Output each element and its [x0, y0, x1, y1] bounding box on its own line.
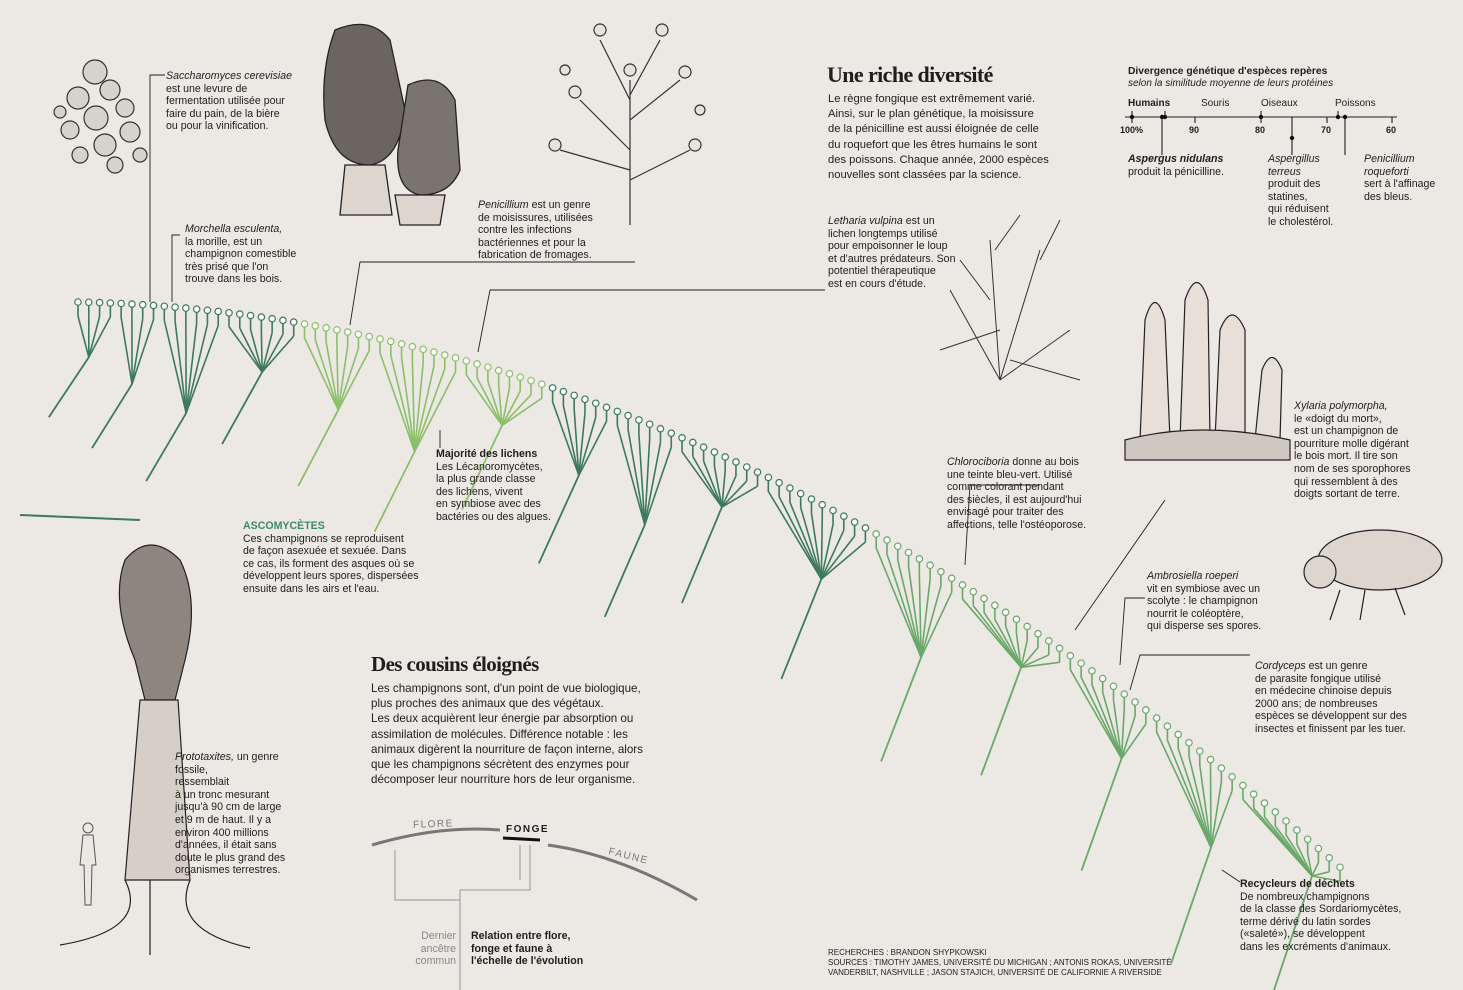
terreus-desc: produit des statines, qui réduisent le c… — [1268, 178, 1334, 228]
relation-caption: Relation entre flore, fonge et faune à l… — [471, 930, 584, 968]
tick-100: 100% — [1120, 125, 1144, 135]
ambrosiella-name: Ambrosiella roeperi — [1147, 570, 1239, 582]
tick-80: 80 — [1255, 125, 1266, 135]
xylaria-note: Xylaria polymorpha, le «doigt du mort», … — [1294, 400, 1411, 501]
xylaria-illustration — [1124, 281, 1291, 461]
human-silhouette-icon — [79, 822, 97, 906]
terreus-name: Aspergillus terreus — [1268, 153, 1320, 178]
penicillium-note: Penicillium est un genre de moisissures,… — [478, 199, 593, 262]
aspergus-name: Aspergus nidulans — [1128, 153, 1224, 165]
riche-title: Une riche diversité — [827, 62, 993, 87]
species-poissons: Poissons — [1335, 98, 1376, 109]
chlorociboria-note: Chlorociboria donne au bois une teinte b… — [947, 456, 1086, 532]
lichens-text: Les Lécanoromycètes, la plus grande clas… — [436, 460, 551, 523]
ascomycetes-title: ASCOMYCÈTES — [243, 520, 325, 532]
lichens-note: Majorité des lichens Les Lécanoromycètes… — [436, 448, 551, 524]
prototaxites-illustration — [59, 544, 251, 955]
cordyceps-note: Cordyceps est un genre de parasite fongi… — [1255, 660, 1407, 736]
tick-60: 60 — [1386, 125, 1397, 135]
tree-branches — [19, 298, 1344, 990]
letharia-text: lichen longtemps utilisé pour empoisonne… — [828, 227, 956, 290]
ascomycetes-text: Ces champignons se reproduisent de façon… — [243, 532, 419, 595]
morel-illustration — [323, 23, 461, 226]
prototaxites-text: fossile, ressemblait à un tronc mesurant… — [175, 763, 286, 877]
roqueforti-block: Penicillium roqueforti sert à l'affinage… — [1364, 153, 1435, 203]
penicillium-name: Penicillium — [478, 199, 529, 211]
aspergus-block: Aspergus nidulans produit la pénicilline… — [1128, 153, 1224, 178]
prototaxites-text1: un genre — [233, 751, 279, 763]
beetle-illustration — [1303, 529, 1443, 621]
cordyceps-name: Cordyceps — [1255, 660, 1306, 672]
aspergus-desc: produit la pénicilline. — [1128, 165, 1224, 178]
label-ancestor: Dernier ancêtre commun — [415, 930, 456, 968]
relation-diagram — [371, 827, 698, 990]
letharia-illustration — [939, 214, 1081, 381]
divergence-subtitle: selon la similitude moyenne de leurs pro… — [1128, 78, 1334, 89]
xylaria-name: Xylaria polymorpha, — [1294, 400, 1388, 412]
credits-sources: SOURCES : TIMOTHY JAMES, UNIVERSITÉ DU M… — [828, 958, 1172, 977]
cordyceps-text: de parasite fongique utilisé en médecine… — [1255, 672, 1407, 735]
tick-90: 90 — [1189, 125, 1200, 135]
morchella-name: Morchella esculenta, — [185, 223, 283, 235]
saccharomyces-note: Saccharomyces cerevisiae est une levure … — [166, 70, 292, 133]
ascomycetes-note: ASCOMYCÈTES Ces champignons se reproduis… — [243, 520, 419, 596]
lichens-title: Majorité des lichens — [436, 448, 538, 460]
yeast-illustration — [53, 59, 148, 174]
xylaria-text: le «doigt du mort», est un champignon de… — [1294, 412, 1411, 501]
riche-body: Le règne fongique est extrêmement varié.… — [828, 93, 1049, 182]
leader-lines — [149, 74, 1250, 883]
prototaxites-name: Prototaxites, — [175, 751, 234, 763]
saccharomyces-name: Saccharomyces cerevisiae — [166, 70, 292, 82]
chlorociboria-text1: donne au bois — [1009, 456, 1079, 468]
ambrosiella-note: Ambrosiella roeperi vit en symbiose avec… — [1147, 570, 1261, 633]
species-humains: Humains — [1128, 98, 1171, 109]
morchella-text: la morille, est un champignon comestible… — [185, 235, 297, 286]
tick-70: 70 — [1321, 125, 1332, 135]
terreus-block: Aspergillus terreus produit des statines… — [1268, 153, 1333, 229]
penicillium-text: de moisissures, utilisées contre les inf… — [478, 211, 593, 262]
letharia-name: Letharia vulpina — [828, 215, 903, 227]
penicillium-text1: est un genre — [528, 199, 591, 211]
cousins-body: Les champignons sont, d'un point de vue … — [371, 682, 643, 787]
species-oiseaux: Oiseaux — [1261, 98, 1298, 109]
ambrosiella-text: vit en symbiose avec un scolyte : le cha… — [1147, 582, 1262, 633]
divergence-title: Divergence génétique d'espèces repères — [1128, 66, 1328, 77]
penicillium-illustration — [548, 23, 706, 225]
label-fonge: FONGE — [506, 824, 550, 835]
cousins-title: Des cousins éloignés — [371, 652, 539, 676]
chlorociboria-text: une teinte bleu-vert. Utilisé comme colo… — [947, 468, 1087, 531]
species-souris: Souris — [1201, 98, 1230, 109]
recycleurs-title: Recycleurs de déchets — [1240, 878, 1355, 890]
divergence-axis — [1125, 111, 1397, 155]
letharia-note: Letharia vulpina est un lichen longtemps… — [828, 215, 955, 291]
letharia-text1: est un — [902, 215, 935, 227]
cordyceps-text1: est un genre — [1305, 660, 1368, 672]
chlorociboria-name: Chlorociboria — [947, 456, 1010, 468]
roqueforti-name: Penicillium roqueforti — [1364, 153, 1415, 178]
recycleurs-note: Recycleurs de déchets De nombreux champi… — [1240, 878, 1401, 954]
saccharomyces-text: est une levure de fermentation utilisée … — [166, 82, 285, 133]
credits-research: RECHERCHES : BRANDON SHYPKOWSKI — [828, 948, 987, 957]
recycleurs-text: De nombreux champignons de la classe des… — [1240, 890, 1402, 953]
morchella-note: Morchella esculenta, la morille, est un … — [185, 223, 296, 286]
roqueforti-desc: sert à l'affinage des bleus. — [1364, 178, 1436, 203]
prototaxites-note: Prototaxites, un genre fossile, ressembl… — [175, 751, 285, 877]
label-flore: FLORE — [412, 818, 455, 831]
